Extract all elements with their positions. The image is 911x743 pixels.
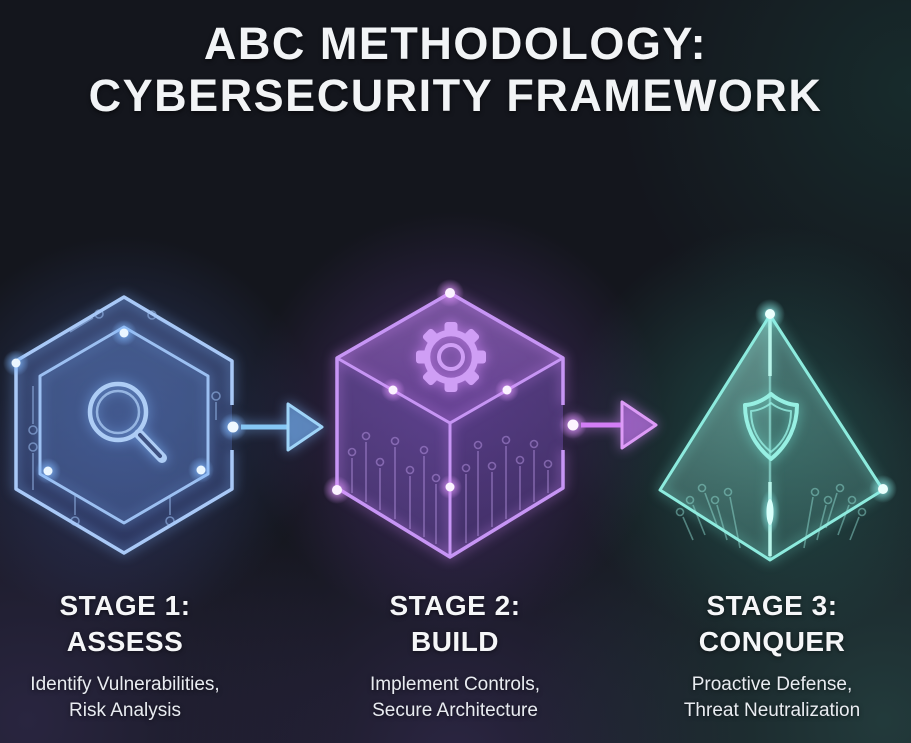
hexagon-outer-outline xyxy=(14,295,234,555)
shield-icon xyxy=(743,392,799,461)
glow-node xyxy=(3,320,214,484)
arrow-stage1-to-stage2 xyxy=(219,402,324,452)
magnifier-icon xyxy=(87,381,167,463)
stage1-number: STAGE 1: xyxy=(59,590,191,621)
stage2-number: STAGE 2: xyxy=(389,590,521,621)
stage2-heading: STAGE 2: BUILD xyxy=(305,588,605,659)
pyramid-outline xyxy=(658,313,885,562)
page-title-line2: CYBERSECURITY FRAMEWORK xyxy=(88,70,823,121)
stage3-pyramid-shape xyxy=(658,299,897,562)
stage1-description: Identify Vulnerabilities, Risk Analysis xyxy=(30,674,220,721)
page-title: ABC METHODOLOGY: CYBERSECURITY FRAMEWORK xyxy=(0,18,911,122)
stage1-label-block: STAGE 1: ASSESS Identify Vulnerabilities… xyxy=(0,588,275,724)
glow-node xyxy=(323,279,519,504)
stage2-name: BUILD xyxy=(410,625,500,657)
arrow-head xyxy=(620,400,658,450)
cube-outline xyxy=(335,291,565,559)
circuit-decoration xyxy=(347,431,553,544)
hexagon-inner-outline xyxy=(38,325,210,525)
stage3-label-block: STAGE 3: CONQUER Proactive Defense, Thre… xyxy=(622,588,911,724)
pyramid-right-face xyxy=(770,315,883,560)
stage2-description: Implement Controls, Secure Architecture xyxy=(369,674,540,721)
arrow-head xyxy=(286,402,324,452)
stage2-label-block: STAGE 2: BUILD Implement Controls, Secur… xyxy=(305,588,605,724)
arrow-stage2-to-stage3 xyxy=(559,400,658,450)
stage2-cube-shape xyxy=(323,279,565,559)
stage1-name: ASSESS xyxy=(66,625,184,657)
circuit-decoration xyxy=(28,309,221,526)
gear-icon xyxy=(416,322,486,392)
stage1-heading: STAGE 1: ASSESS xyxy=(0,588,275,659)
stage3-heading: STAGE 3: CONQUER xyxy=(622,588,911,659)
page-title-line1: ABC METHODOLOGY: xyxy=(203,18,708,69)
circuit-decoration xyxy=(675,483,867,549)
stage3-description: Proactive Defense, Threat Neutralization xyxy=(683,674,861,721)
glow-node xyxy=(755,299,897,534)
hexagon-fill xyxy=(16,297,232,553)
stage3-name: CONQUER xyxy=(698,625,846,657)
stage1-hexagon-shape xyxy=(3,295,234,555)
pyramid-left-face xyxy=(660,315,770,560)
stage3-number: STAGE 3: xyxy=(706,590,838,621)
